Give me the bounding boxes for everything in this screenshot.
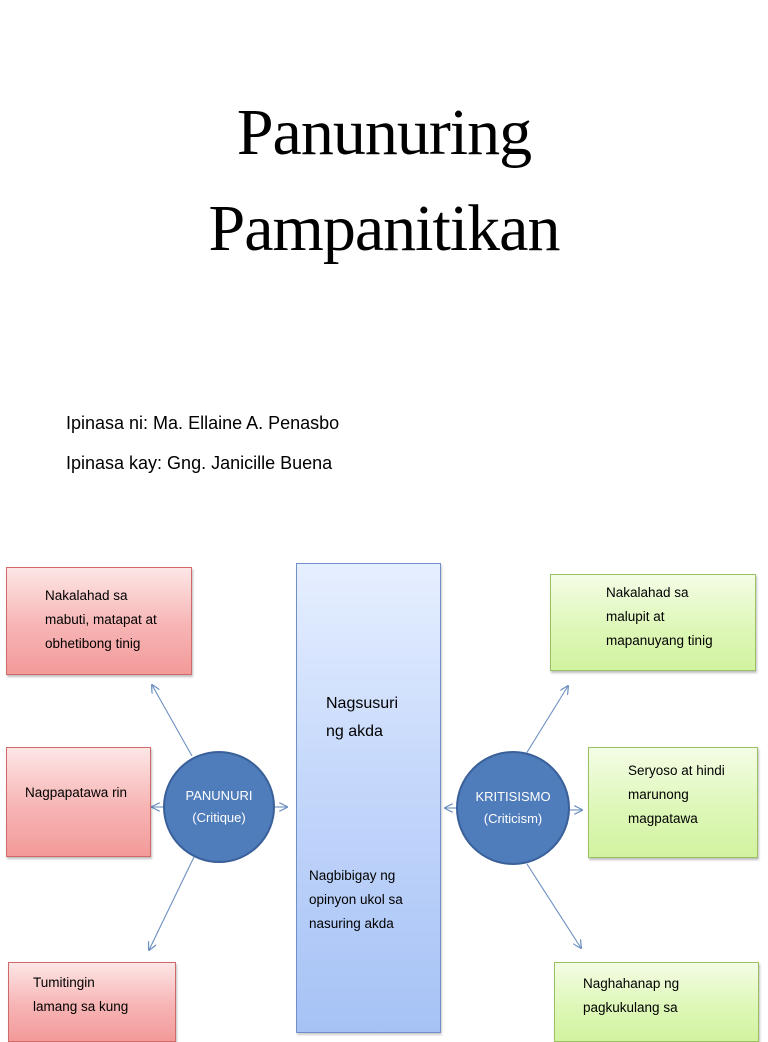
slide-title-line-2: Pampanitikan: [208, 192, 561, 265]
submitted-by-text: Ipinasa ni: Ma. Ellaine A. Penasbo: [66, 413, 340, 433]
center-bottom-text: Nagbibigay ng opinyon ukol sa nasuring a…: [309, 868, 403, 931]
kritisismo-circle: KRITISISMO (Criticism): [456, 751, 570, 865]
arrow-kritisismo-to-bottom: [526, 863, 581, 948]
submitted-to-text: Ipinasa kay: Gng. Janicille Buena: [66, 453, 333, 473]
arrow-panunuri-to-top: [152, 685, 193, 757]
panunuri-top-box: Nakalahad sa mabuti, matapat at obhetibo…: [6, 567, 192, 675]
panunuri-circle: PANUNURI (Critique): [163, 751, 275, 863]
kritisismo-bottom-box: Naghahanap ng pagkukulang sa: [554, 962, 759, 1042]
panunuri-middle-box: Nagpapatawa rin: [6, 747, 151, 857]
kritisismo-top-box: Nakalahad sa malupit at mapanuyang tinig: [550, 574, 756, 671]
center-top-text: Nagsusuri ng akda: [326, 695, 399, 740]
center-box: Nagsusuri ng akda Nagbibigay ng opinyon …: [296, 563, 441, 1033]
arrow-panunuri-to-bottom: [149, 856, 195, 950]
kritisismo-middle-box: Seryoso at hindi marunong magpatawa: [588, 747, 758, 858]
arrow-kritisismo-to-top: [525, 686, 568, 755]
slide-title-line-1: Panunuring: [236, 96, 532, 169]
panunuri-bottom-box: Tumitingin lamang sa kung: [8, 962, 176, 1042]
